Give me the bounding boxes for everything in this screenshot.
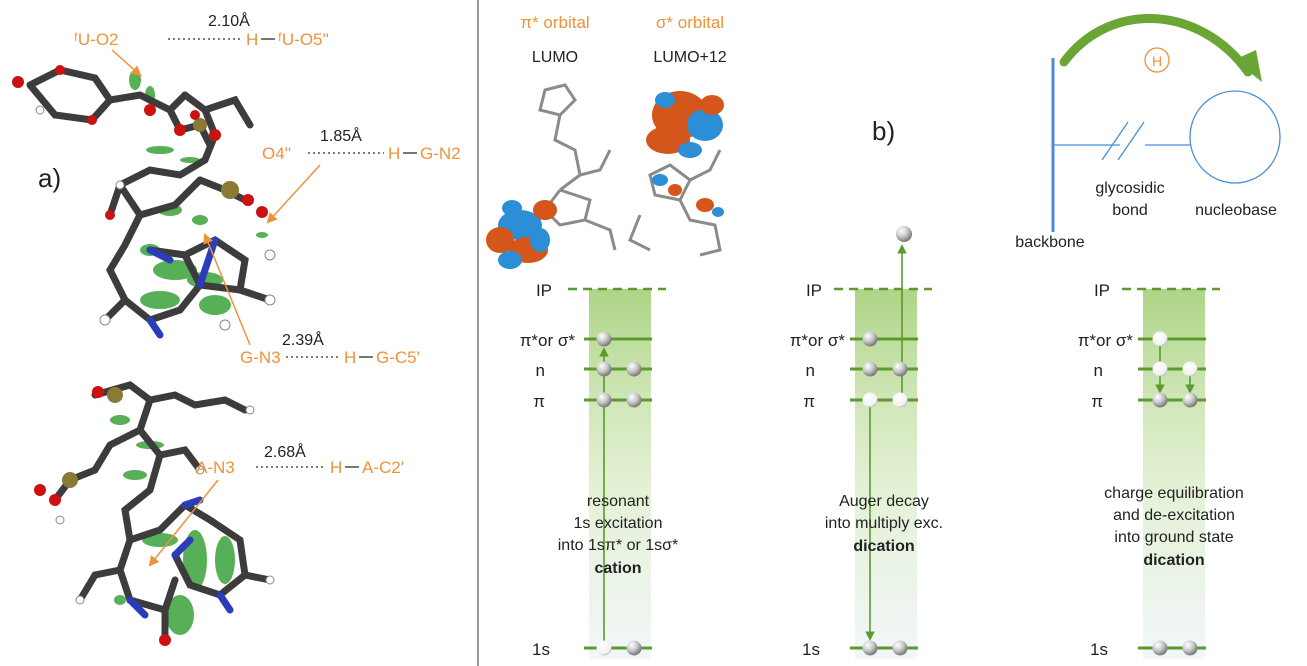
h-atom-badge	[1144, 47, 1170, 73]
interaction-acceptor: A-N3	[196, 458, 235, 477]
nucleobase-circle	[1189, 90, 1281, 184]
level-n: n	[536, 361, 545, 380]
glycosidic-label-1: glycosidic	[1095, 180, 1164, 197]
panel-a-label: a)	[38, 163, 61, 193]
interaction-h: H	[246, 30, 258, 49]
interaction-h: H	[344, 348, 356, 367]
level-pistar: π*or σ*	[790, 331, 846, 350]
h-atom-label: H	[1152, 53, 1162, 69]
interaction-distance: 1.85Å	[320, 126, 362, 145]
molecule-upper	[12, 65, 276, 339]
step-1-charge: cation	[594, 560, 641, 577]
step-1-line1: resonant	[587, 493, 650, 510]
step-2-line1: Auger decay	[839, 493, 929, 510]
interaction-distance: 2.39Å	[282, 330, 324, 349]
step-2-charge: dication	[853, 538, 914, 555]
orbital-sigma: σ* orbital LUMO+12	[628, 13, 727, 257]
interaction-distance: 2.68Å	[264, 442, 306, 461]
level-diagram-equilibration: IP π*or σ* n π 1s charge equilibration a…	[1078, 281, 1244, 659]
step-1-line3: into 1sπ* or 1sσ*	[558, 537, 679, 554]
molecule-lower	[34, 381, 275, 646]
orbital-pi: π* orbital LUMO	[486, 13, 617, 269]
interaction-acceptor: O4''	[262, 144, 291, 163]
step-3-line2: and de-excitation	[1113, 507, 1235, 524]
bond-schematic: H glycosidic bond nucleobase backbone	[1015, 14, 1281, 251]
orbital-pi-name: LUMO	[532, 49, 578, 66]
interaction-h: H	[388, 144, 400, 163]
interaction-donor: ᶠU-O5''	[278, 30, 329, 49]
interaction-1: ᶠU-O2 2.10Å H ᶠU-O5''	[74, 11, 329, 77]
panel-b-label: b)	[872, 116, 895, 146]
level-1s: 1s	[802, 640, 820, 659]
interaction-acceptor: ᶠU-O2	[74, 30, 119, 49]
h-transfer-arrow	[1059, 14, 1253, 77]
level-pi: π	[533, 392, 545, 411]
level-diagram-excitation: IP π*or σ* n π 1s resonant 1s excitation…	[520, 281, 679, 659]
level-pistar: π*or σ*	[1078, 331, 1134, 350]
interaction-h: H	[330, 458, 342, 477]
orbital-sigma-name: LUMO+12	[653, 49, 726, 66]
interaction-donor: G-C5'	[376, 348, 420, 367]
interaction-donor: A-C2'	[362, 458, 404, 477]
level-pi: π	[803, 392, 815, 411]
step-3-line1: charge equilibration	[1104, 485, 1244, 502]
interaction-distance: 2.10Å	[208, 11, 250, 30]
interaction-3: G-N3 2.39Å H G-C5'	[203, 233, 420, 367]
level-ip: IP	[536, 281, 552, 300]
orbital-pi-title: π* orbital	[520, 13, 589, 32]
step-1-line2: 1s excitation	[574, 515, 663, 532]
glycosidic-label-2: bond	[1112, 202, 1148, 219]
level-pi: π	[1091, 392, 1103, 411]
orbital-sigma-title: σ* orbital	[656, 13, 724, 32]
interaction-2: O4'' 1.85Å H G-N2	[262, 126, 461, 224]
level-pistar: π*or σ*	[520, 331, 576, 350]
interaction-donor: G-N2	[420, 144, 461, 163]
level-diagram-auger: IP π*or σ* n π 1s Auger decay into multi…	[790, 226, 943, 659]
level-n: n	[806, 361, 815, 380]
level-1s: 1s	[532, 640, 550, 659]
level-ip: IP	[1094, 281, 1110, 300]
backbone-label: backbone	[1015, 234, 1084, 251]
level-n: n	[1094, 361, 1103, 380]
interaction-acceptor: G-N3	[240, 348, 281, 367]
step-2-line2: into multiply exc.	[825, 515, 943, 532]
level-1s: 1s	[1090, 640, 1108, 659]
nucleobase-label: nucleobase	[1195, 202, 1277, 219]
interaction-4: A-N3 2.68Å H A-C2'	[148, 442, 404, 567]
step-3-line3: into ground state	[1114, 529, 1233, 546]
step-3-charge: dication	[1143, 552, 1204, 569]
level-ip: IP	[806, 281, 822, 300]
